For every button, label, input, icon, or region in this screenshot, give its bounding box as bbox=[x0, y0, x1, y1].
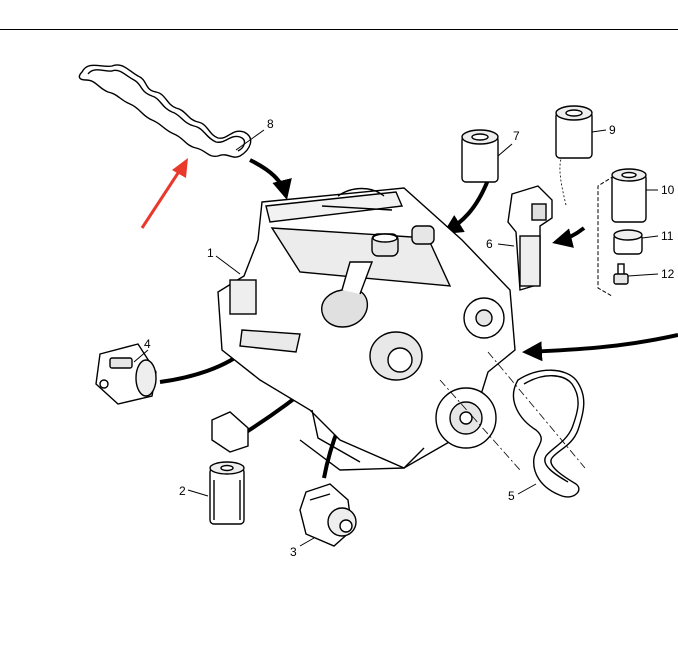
callout-label-12: 12 bbox=[661, 267, 675, 281]
leader-line-7 bbox=[497, 143, 513, 157]
oil-filter bbox=[209, 411, 249, 525]
starter-motor bbox=[95, 343, 157, 405]
leader-line-5 bbox=[517, 483, 537, 495]
gasket-part bbox=[78, 64, 252, 158]
callout-label-11: 11 bbox=[661, 229, 674, 243]
fuel-filter-element bbox=[555, 105, 593, 159]
leader-line-9 bbox=[591, 129, 607, 133]
callout-label-3: 3 bbox=[290, 545, 297, 559]
engine bbox=[217, 187, 516, 471]
drive-belt bbox=[512, 369, 585, 498]
callout-label-10: 10 bbox=[661, 183, 675, 197]
callout-label-1: 1 bbox=[207, 246, 214, 260]
leader-line-4 bbox=[133, 349, 149, 363]
leader-line-12 bbox=[627, 273, 659, 277]
callout-label-4: 4 bbox=[144, 337, 151, 351]
callout-label-6: 6 bbox=[486, 237, 493, 251]
callout-label-8: 8 bbox=[267, 117, 274, 131]
alternator bbox=[299, 483, 357, 547]
leader-line-6 bbox=[497, 243, 515, 247]
air-filter-element bbox=[461, 129, 499, 183]
water-separator-bowl bbox=[613, 229, 643, 255]
group-bracket bbox=[597, 175, 615, 297]
callout-label-9: 9 bbox=[609, 123, 616, 137]
fuel-filter-assembly bbox=[507, 185, 553, 291]
header-rule bbox=[0, 29, 678, 30]
drain-plug bbox=[613, 263, 629, 285]
leader-line-2 bbox=[187, 489, 209, 497]
callout-label-2: 2 bbox=[179, 484, 186, 498]
leader-line-3 bbox=[299, 537, 315, 547]
leader-line-1 bbox=[215, 255, 241, 275]
callout-label-5: 5 bbox=[508, 489, 515, 503]
water-separator-element bbox=[611, 168, 647, 223]
leader-line-11 bbox=[641, 235, 659, 239]
leader-line-8 bbox=[235, 129, 265, 151]
highlight-arrow bbox=[140, 158, 188, 229]
callout-label-7: 7 bbox=[513, 129, 520, 143]
